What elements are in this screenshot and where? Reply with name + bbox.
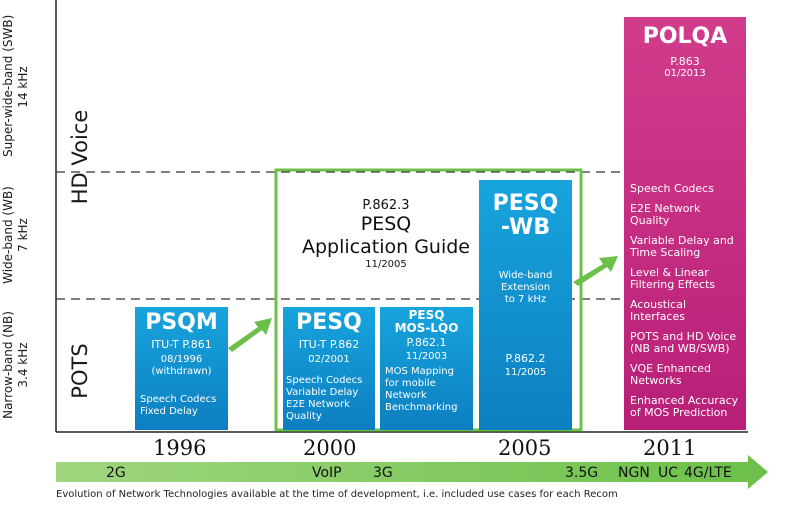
pesq-wb-box: PESQ -WB Wide-band Extension to 7 kHz P.… [479,180,572,430]
arrow-psqm-to-pesq [228,318,272,352]
pesq-date: 02/2001 [308,354,350,365]
mos-lqo-title-1: PESQ [408,308,445,322]
mos-lqo-standard: P.862.1 [406,336,447,349]
pots-label: POTS [68,343,92,399]
polqa-feature-line: Quality [630,214,670,227]
polqa-feature-line: (NB and WB/SWB) [630,342,730,355]
year-1996: 1996 [153,436,207,460]
tech-2g: 2G [106,465,126,481]
polqa-feature-line: Level & Linear [630,265,709,279]
pesq-wb-title-2: -WB [500,215,551,240]
mos-lqo-title-2: MOS-LQO [394,321,459,335]
polqa-feature-line: Networks [630,374,682,387]
psqm-box: PSQM ITU-T P.861 08/1996 (withdrawn) Spe… [135,307,228,430]
mos-lqo-use-1: MOS Mapping [385,366,454,377]
year-2005: 2005 [498,436,552,460]
pesq-wb-desc-3: to 7 kHz [504,294,547,305]
swb-band-name: Super-wide-band (SWB) [1,14,15,157]
pesq-use-4: Quality [286,411,322,422]
polqa-title: POLQA [642,24,728,49]
wb-band-name: Wide-band (WB) [1,186,15,284]
technology-timeline-arrow [56,455,768,489]
psqm-use-1: Speech Codecs [140,394,217,405]
pesq-wb-desc-1: Wide-band [498,270,553,281]
polqa-feature-line: of MOS Prediction [630,406,728,419]
psqm-date: 08/1996 [160,354,203,365]
pesq-wb-standard: P.862.2 [505,352,546,365]
arrow-pesqwb-to-polqa [573,256,618,286]
nb-band-name: Narrow-band (NB) [1,311,15,419]
psqm-use-2: Fixed Delay [140,406,198,417]
pesq-use-3: E2E Network [286,399,350,410]
psqm-standard: ITU-T P.861 [151,338,212,351]
application-guide-text: P.862.3 PESQ Application Guide 11/2005 [276,198,496,270]
polqa-feature-line: Enhanced Accuracy [630,393,739,407]
nb-band-frequency: 3.4 kHz [16,342,30,388]
year-2011: 2011 [643,436,697,460]
polqa-feature-item: Speech Codecs [630,182,746,196]
year-2000: 2000 [303,436,357,460]
pesq-wb-date: 11/2005 [504,367,547,378]
polqa-standard: P.863 [670,55,700,68]
mos-lqo-use-3: Network [385,390,427,401]
swb-band-label: Super-wide-band (SWB) 14 kHz [1,14,33,157]
polqa-feature-line: Time Scaling [630,246,701,259]
guide-date: 11/2005 [365,259,407,270]
polqa-feature-line: VQE Enhanced [630,361,712,375]
polqa-date: 01/2013 [664,68,706,79]
pesq-use-2: Variable Delay [286,387,359,398]
pesq-box: PESQ ITU-T P.862 02/2001 Speech Codecs V… [283,307,375,430]
tech-3g: 3G [373,465,393,481]
guide-title-1: PESQ [360,213,412,235]
application-guide-frame [274,168,583,432]
mos-lqo-use-4: Benchmarking [385,402,458,413]
polqa-feature-line: Variable Delay and [630,233,734,247]
polqa-feature-line: E2E Network [630,201,701,215]
mos-lqo-use-2: for mobile [385,378,436,389]
tech-ngn: NGN [618,465,650,481]
tech-voip: VoIP [312,465,342,481]
nb-band-label: Narrow-band (NB) 3.4 kHz [1,306,33,424]
hd-voice-label: HD Voice [68,109,92,205]
polqa-feature-line: POTS and HD Voice [630,329,737,343]
psqm-title: PSQM [145,310,218,335]
tech-4g-lte: 4G/LTE [684,465,732,481]
polqa-box [624,17,746,430]
mos-lqo-date: 11/2003 [405,351,448,362]
pesq-wb-title-1: PESQ [492,191,559,216]
polqa-header: POLQA P.863 01/2013 [624,24,746,79]
polqa-feature-line: Acoustical [630,297,687,311]
wb-band-frequency: 7 kHz [16,218,30,252]
psqm-status: (withdrawn) [151,366,212,377]
tech-3-5g: 3.5G [565,465,599,481]
guide-code: P.862.3 [362,198,410,213]
polqa-feature-line: Filtering Effects [630,278,716,291]
mos-lqo-box: PESQ MOS-LQO P.862.1 11/2003 MOS Mapping… [380,307,473,430]
pesq-title: PESQ [296,310,362,335]
footer-caption: Evolution of Network Technologies availa… [56,489,618,500]
tech-uc: UC [658,465,679,481]
pesq-standard: ITU-T P.862 [298,338,360,351]
pesq-wb-desc-2: Extension [500,282,551,293]
polqa-feature-line: Speech Codecs [630,182,714,195]
polqa-feature-item: POTS and HD Voice(NB and WB/SWB) [630,329,746,356]
guide-title-2: Application Guide [302,236,470,258]
pesq-use-1: Speech Codecs [286,375,363,386]
wb-band-label: Wide-band (WB) 7 kHz [1,183,33,287]
polqa-feature-line: Interfaces [630,310,685,323]
swb-band-frequency: 14 kHz [16,66,30,108]
